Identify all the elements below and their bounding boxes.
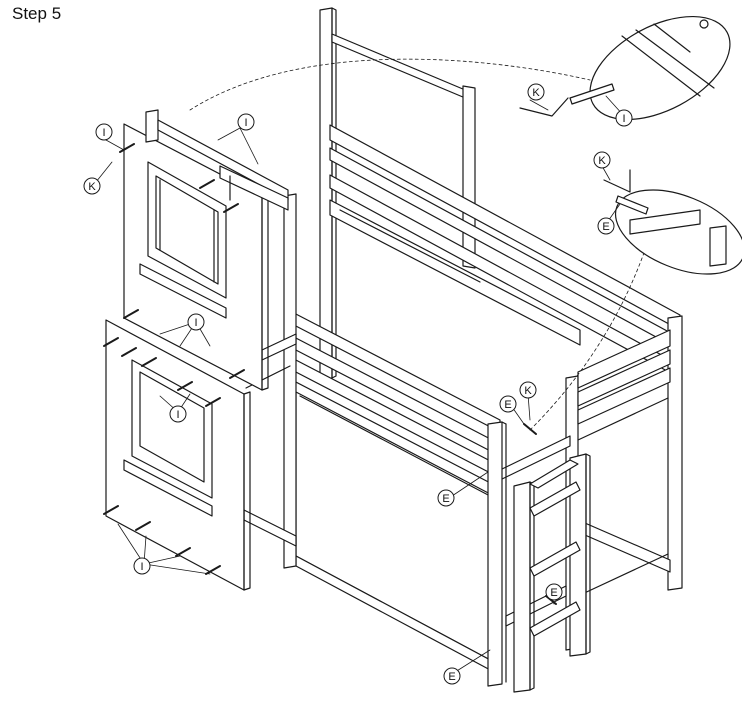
callout-screw-14: E <box>443 667 461 685</box>
callout-wrench-8: K <box>593 151 611 169</box>
callout-letter: E <box>550 587 557 599</box>
screw-icon <box>615 195 649 215</box>
callout-bolt-7: I <box>615 109 633 127</box>
callout-letter: K <box>524 385 532 397</box>
callout-circle <box>133 557 151 575</box>
callout-letter: I <box>140 561 143 573</box>
callout-circle <box>95 123 113 141</box>
callout-circle <box>237 113 255 131</box>
callout-screw-9: E <box>597 217 615 235</box>
callout-screw-12: E <box>437 489 455 507</box>
bolt-icon <box>569 83 615 105</box>
callout-bolt-4: I <box>169 405 187 423</box>
callout-letter: K <box>532 87 540 99</box>
callout-bolt-1: I <box>237 113 255 131</box>
callout-letter: I <box>622 113 625 125</box>
rear-tall-frame <box>319 7 476 381</box>
callout-letter: E <box>504 399 511 411</box>
callout-bolt-0: I <box>95 123 113 141</box>
callout-letter: E <box>442 493 449 505</box>
callout-circle <box>593 151 611 169</box>
step-title: Step 5 <box>12 4 62 23</box>
callout-wrench-6: K <box>527 83 545 101</box>
callout-screw-11: E <box>499 395 517 413</box>
callout-circle <box>437 489 455 507</box>
front-guard-rails <box>291 311 571 501</box>
callout-bolt-5: I <box>133 557 151 575</box>
callout-letter: E <box>448 671 455 683</box>
front-posts <box>283 193 507 687</box>
rear-rails <box>329 124 681 379</box>
callout-letter: I <box>102 127 105 139</box>
wrench-icon-2 <box>603 169 631 193</box>
callout-screw-13: E <box>545 583 563 601</box>
callouts: I I K I I I K I K E K E E E E <box>83 83 633 685</box>
side-panel-bolts <box>103 143 557 605</box>
callout-circle <box>169 405 187 423</box>
callout-circle <box>527 83 545 101</box>
callout-circle <box>187 313 205 331</box>
callout-letter: I <box>194 317 197 329</box>
callout-letter: I <box>244 117 247 129</box>
wrench-icon <box>519 97 569 117</box>
callout-circle <box>83 177 101 195</box>
callout-circle <box>545 583 563 601</box>
lower-side-panel <box>105 319 251 591</box>
callout-wrench-2: K <box>83 177 101 195</box>
callout-circle <box>499 395 517 413</box>
callout-letter: E <box>602 221 609 233</box>
callout-circle <box>615 109 633 127</box>
callout-letter: I <box>176 409 179 421</box>
detail-callout-top <box>519 15 731 121</box>
callout-bolt-3: I <box>187 313 205 331</box>
callout-circle <box>597 217 615 235</box>
guide-lines <box>189 58 646 431</box>
left-end-frame <box>145 109 289 211</box>
callout-letter: K <box>88 181 96 193</box>
callout-circle <box>519 381 537 399</box>
detail-callout-right <box>603 169 742 275</box>
ladder <box>513 453 591 693</box>
callout-circle <box>443 667 461 685</box>
callout-letter: K <box>598 155 606 167</box>
callout-wrench-10: K <box>519 381 537 399</box>
